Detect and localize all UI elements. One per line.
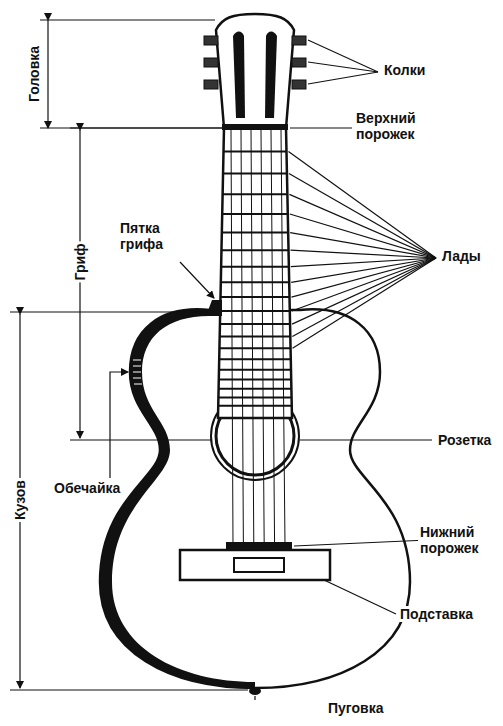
part-label: Верхний порожек: [354, 110, 448, 142]
dimension-label: Гриф: [72, 242, 88, 283]
part-label: Розетка: [436, 432, 493, 448]
saddle: [226, 542, 292, 550]
side-hatch: [133, 360, 142, 384]
dimension-label: Кузов: [12, 478, 28, 522]
neck-heel: [206, 300, 222, 316]
bridge: [180, 550, 330, 580]
headstock: [216, 14, 294, 128]
head-slot: [233, 32, 245, 119]
end-button: [249, 687, 261, 695]
part-label: Обечайка: [52, 480, 122, 496]
part-label: Пятка грифа: [118, 220, 202, 252]
rosette-ring: [211, 392, 299, 480]
tuning-pegs: [204, 36, 306, 89]
part-label: Нижний порожек: [418, 524, 500, 556]
head-slot: [265, 32, 277, 119]
frets: [218, 151, 291, 405]
strings: [231, 130, 285, 546]
part-label: Колки: [382, 62, 427, 78]
dimension-label: Головка: [26, 44, 42, 104]
part-label: Лады: [440, 248, 483, 264]
part-label: Пуговка: [326, 700, 385, 716]
dimension-lines: [10, 20, 248, 690]
top-nut: [222, 124, 288, 130]
part-label: Подставка: [398, 606, 475, 622]
bridge-inset: [234, 558, 284, 572]
